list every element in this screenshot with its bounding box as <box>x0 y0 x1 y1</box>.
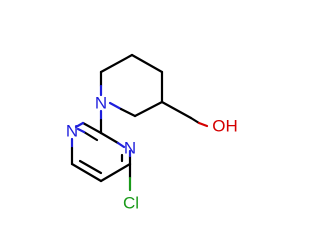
bond-c2-n1 <box>81 121 103 135</box>
bond-c6-c5-inner <box>78 159 103 175</box>
hydroxymethyl-group <box>160 100 209 128</box>
bond-c6-c5 <box>70 162 103 183</box>
atom-hydroxyl: OH <box>212 117 238 136</box>
bond-c2-n1-hetero <box>74 121 85 129</box>
bond-c5-c4 <box>99 162 132 183</box>
bond-n-c5 <box>108 101 123 111</box>
piperidine-ring <box>99 53 164 118</box>
bond-ch2-o-hetero <box>197 121 209 128</box>
bond-c2-n1-inner-hetero <box>76 127 86 134</box>
atom-n-pyrimidine-left: N <box>66 122 78 141</box>
bond-c2-c3 <box>130 53 164 74</box>
bond-c2-n1-inner <box>82 130 99 142</box>
bond-c2-n3 <box>99 131 120 145</box>
bond-c5-ch2 <box>160 100 193 120</box>
bond-c4-c5 <box>133 100 164 118</box>
structure-diagram: N N N OH Cl <box>66 53 238 213</box>
pyrimidine-ring <box>70 121 132 192</box>
bond-ch2-o <box>189 116 201 125</box>
bond-c2-n3-hetero <box>116 141 126 149</box>
bond-n-c5-carbon <box>119 107 137 118</box>
atom-chlorine: Cl <box>123 194 139 213</box>
atom-n-pyrimidine-right: N <box>124 139 136 158</box>
atom-n-piperidine: N <box>95 94 107 113</box>
bond-c1-c2 <box>99 53 134 74</box>
